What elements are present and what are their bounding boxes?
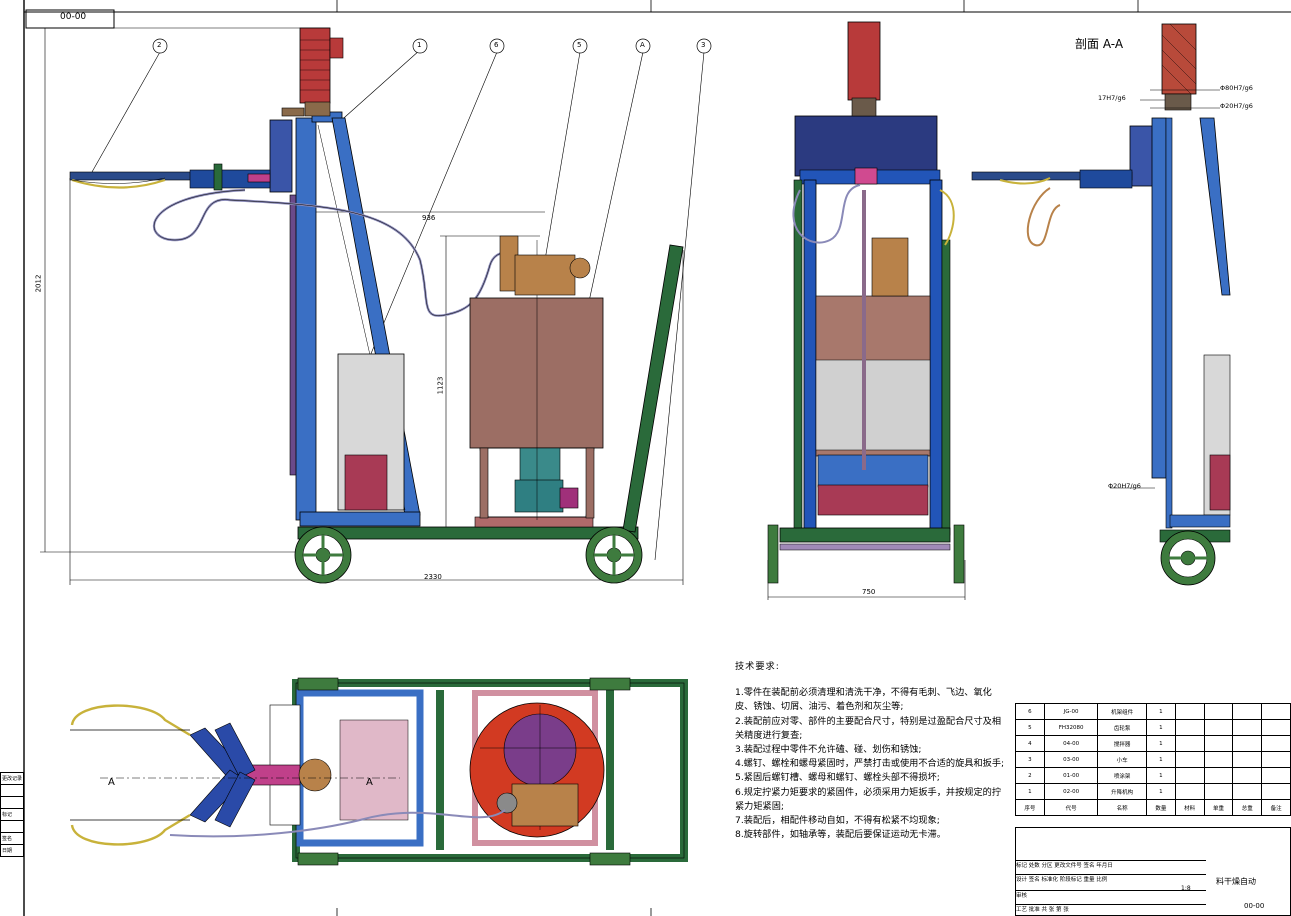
tech-item: 2.装配前应对零、部件的主要配合尺寸，特别是过盈配合尺寸及相关精度进行复查; xyxy=(735,715,1002,741)
title-row: 工艺 批准 共 张 第 张 xyxy=(1016,904,1206,913)
section-view xyxy=(971,23,1231,586)
revision-strip: 更改记录 标记 签名 日期 xyxy=(0,772,24,857)
top-view xyxy=(70,677,688,866)
fit-label-3: 17H7/g6 xyxy=(1098,94,1126,102)
front-right-wheel xyxy=(585,526,643,584)
tech-item: 1.零件在装配前必须清理和清洗干净，不得有毛刺、飞边、氧化皮、锈蚀、切屑、油污、… xyxy=(735,687,992,713)
drawing-code: 00-00 xyxy=(1244,902,1265,910)
section-mark-right: A xyxy=(366,777,373,788)
tech-item: 4.螺钉、螺栓和螺母紧固时，严禁打击或使用不合适的旋具和扳手; xyxy=(735,758,1005,770)
fit-label-4: Φ20H7/g6 xyxy=(1108,482,1141,490)
balloon-3: 3 xyxy=(701,41,706,49)
section-title: 剖面 A-A xyxy=(1075,37,1124,51)
dim-tank-width: 936 xyxy=(422,214,436,222)
front-view xyxy=(40,27,712,585)
balloon-2: 2 xyxy=(157,41,162,49)
tech-title: 技术要求: xyxy=(735,661,780,672)
dim-length-total: 2330 xyxy=(424,573,442,581)
balloon-1: 1 xyxy=(417,41,422,49)
side-view xyxy=(767,21,966,600)
title-block: 标记 处数 分区 更改文件号 签名 年月日 设计 签名 标准化 阶段标记 重量 … xyxy=(1015,827,1291,916)
fit-label-1: Φ80H7/g6 xyxy=(1220,84,1253,92)
bom-header: 序号代号 名称数量 材料单重 总重备注 xyxy=(1015,799,1291,816)
balloon-6: 6 xyxy=(494,41,499,49)
dim-tank-height: 1123 xyxy=(436,376,445,395)
technical-requirements: 技术要求: 1.零件在装配前必须清理和清洗干净，不得有毛刺、飞边、氧化皮、锈蚀、… xyxy=(735,660,1010,842)
tech-item: 7.装配后，相配件移动自如，不得有松紧不均现象; xyxy=(735,815,940,827)
tech-item: 8.旋转部件，如轴承等，装配后要保证运动无卡滞。 xyxy=(735,829,946,841)
drawing-code-label: 00-00 xyxy=(60,12,87,22)
fit-label-2: Φ20H7/g6 xyxy=(1220,102,1253,110)
section-mark-left: A xyxy=(108,777,115,788)
title-row: 设计 签名 标准化 阶段标记 重量 比例 xyxy=(1016,874,1206,883)
title-row: 标记 处数 分区 更改文件号 签名 年月日 xyxy=(1016,860,1206,869)
scale: 1:8 xyxy=(1181,885,1191,892)
balloon-a: A xyxy=(640,41,645,49)
dim-width-front: 750 xyxy=(862,588,876,596)
tech-item: 3.装配过程中零件不允许磕、碰、划伤和锈蚀; xyxy=(735,744,922,756)
title-row: 审核 xyxy=(1016,890,1206,899)
dim-height-total: 2012 xyxy=(34,274,43,293)
tech-item: 5.紧固后螺钉槽、螺母和螺钉、螺栓头部不得损坏; xyxy=(735,772,940,784)
tech-item: 6.规定拧紧力矩要求的紧固件，必须采用力矩扳手，并按规定的拧紧力矩紧固; xyxy=(735,786,1002,812)
drawing-name: 料干燥自动 xyxy=(1216,877,1256,886)
balloon-5: 5 xyxy=(577,41,582,49)
front-left-wheel xyxy=(294,526,352,584)
